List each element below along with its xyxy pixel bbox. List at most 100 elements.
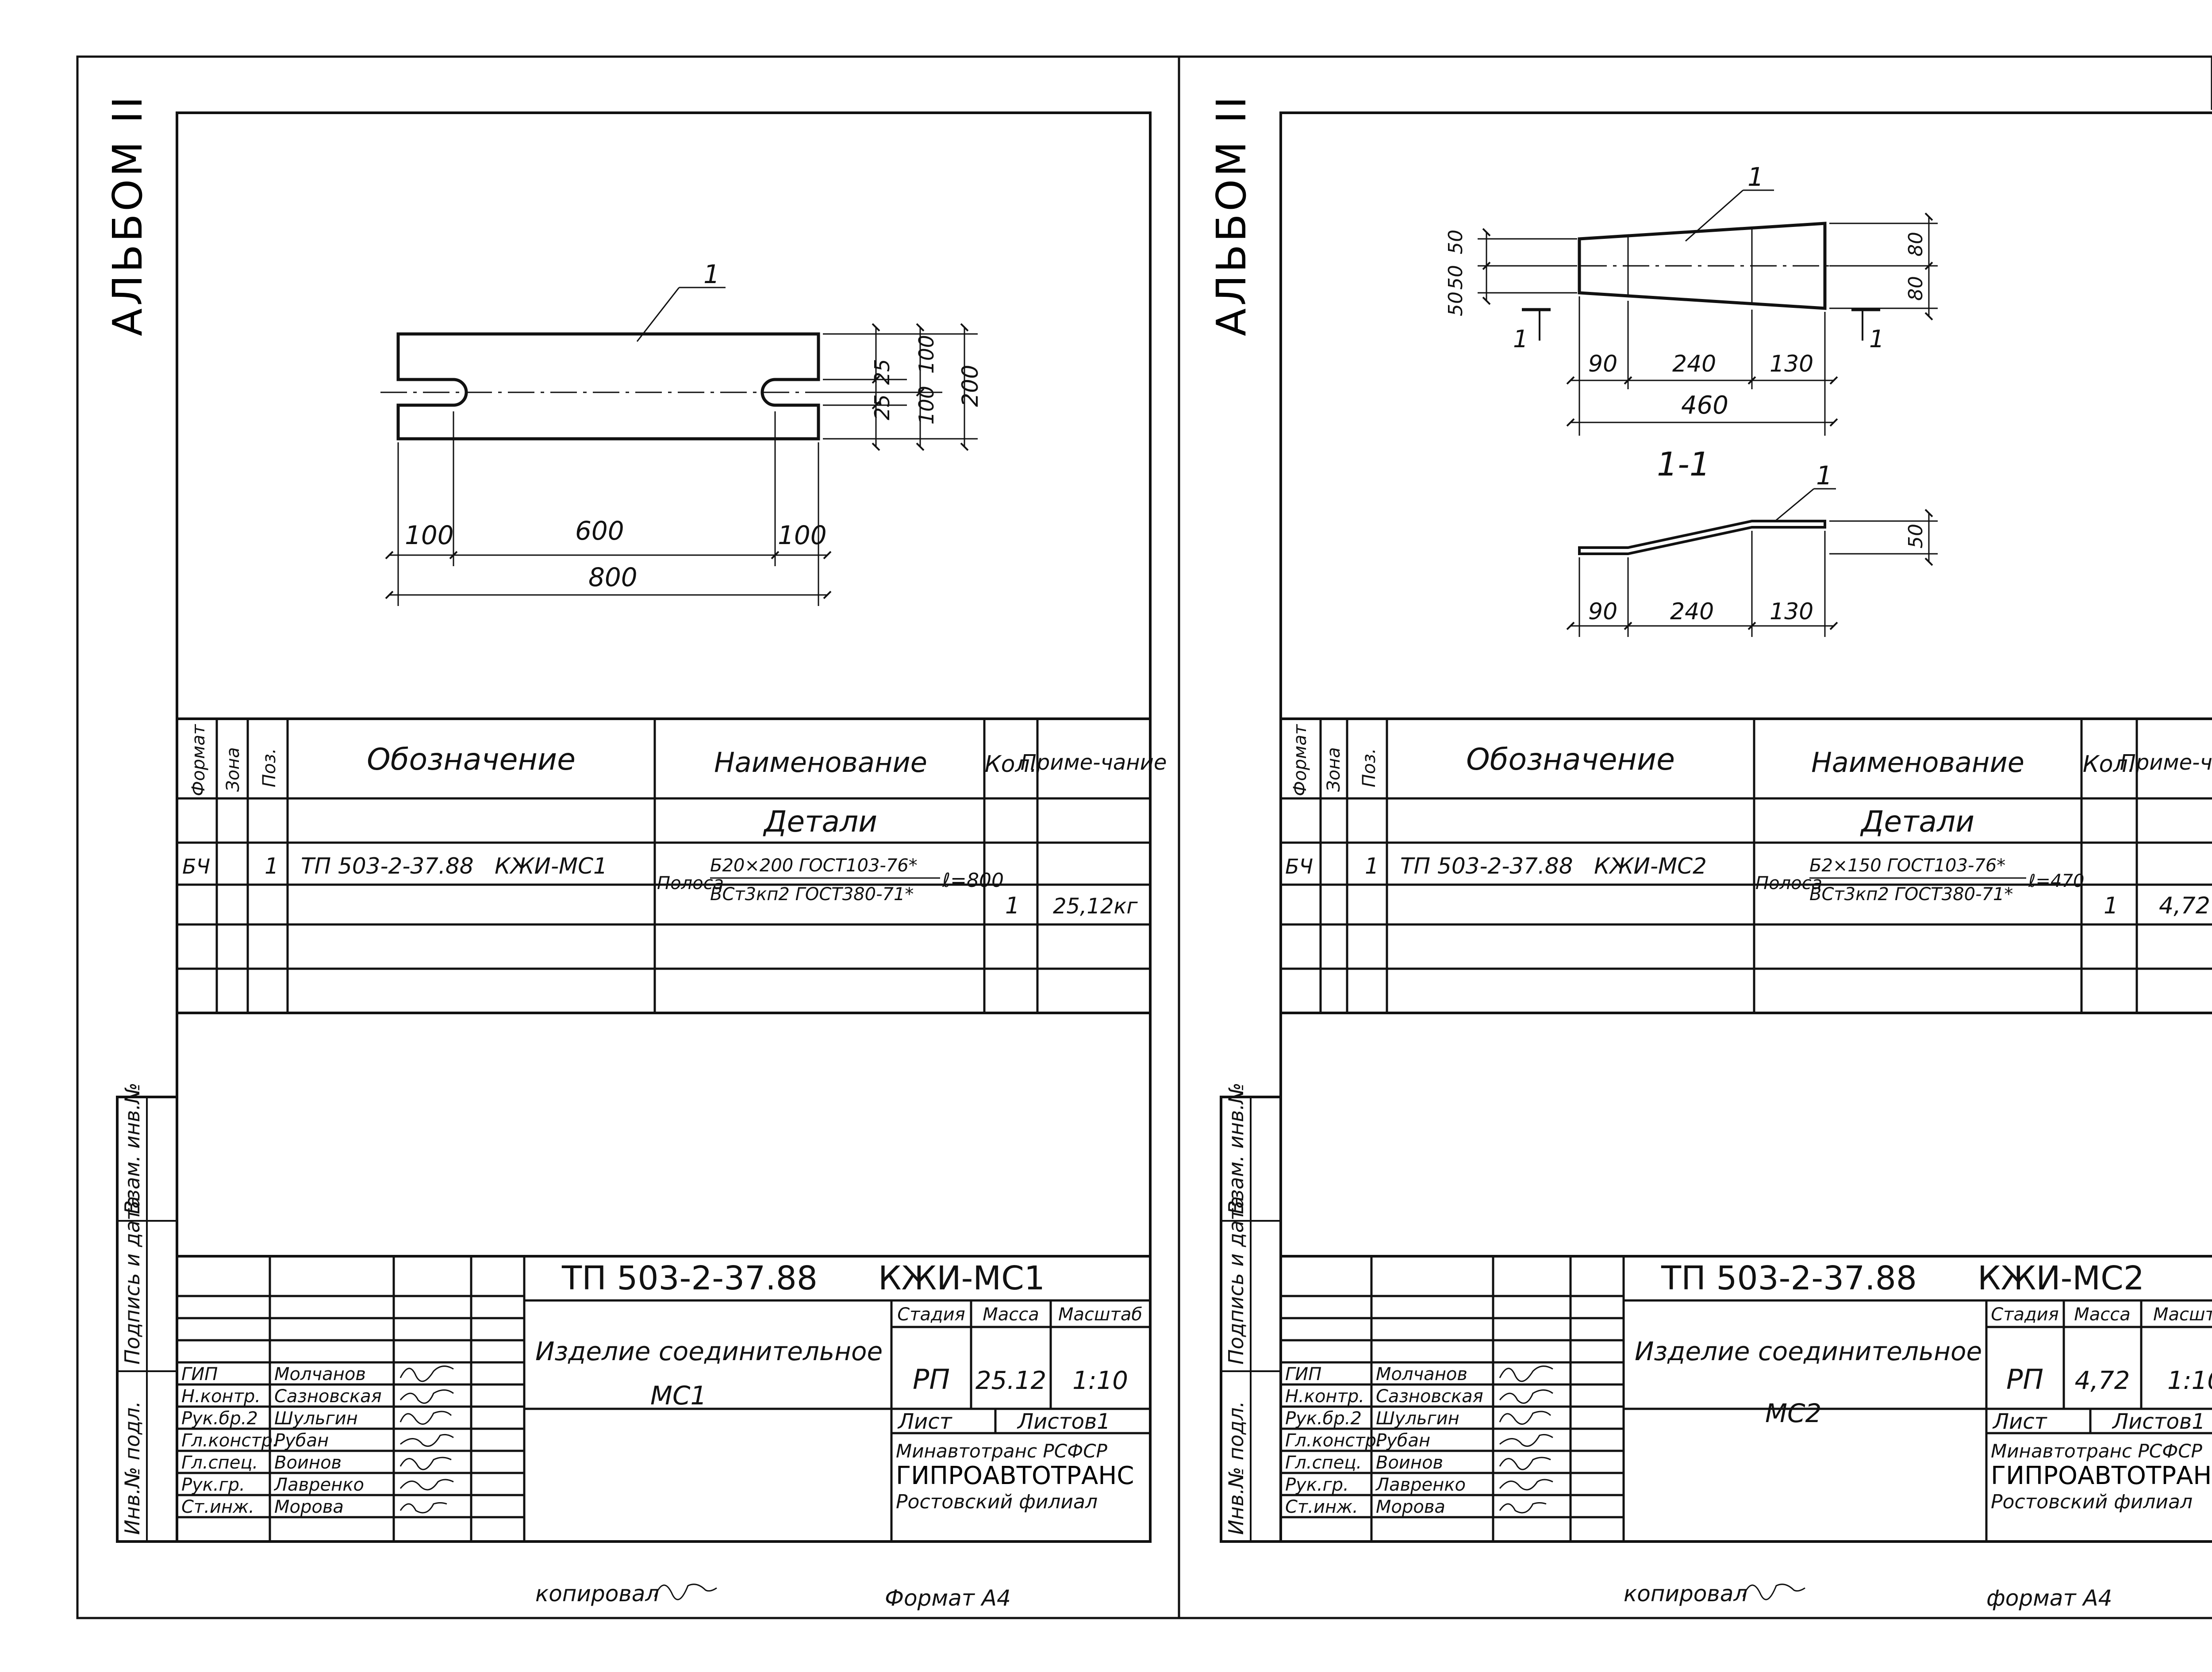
left-stage: РП xyxy=(913,1363,950,1396)
mc2-dim-130: 130 xyxy=(1770,351,1813,377)
right-name-2: Шульгин xyxy=(1376,1408,1459,1429)
right-role-5: Рук.гр. xyxy=(1285,1475,1349,1495)
left-row-pos: 1 xyxy=(265,853,279,879)
left-name-4: Воинов xyxy=(274,1453,342,1473)
right-col-name: Наименование xyxy=(1811,746,2024,778)
right-org-name: ГИПРОАВТОТРАНС xyxy=(1991,1461,2212,1490)
right-org-ministry: Минавтотранс РСФСР xyxy=(1991,1440,2203,1462)
mc2-dim-240: 240 xyxy=(1672,351,1716,377)
right-name-3: Рубан xyxy=(1376,1430,1430,1451)
mc2-section-title: 1-1 xyxy=(1657,445,1710,483)
mc2-section-mark-right: 1 xyxy=(1869,325,1884,353)
left-col-format: Формат xyxy=(188,724,209,796)
mc2-dim-90: 90 xyxy=(1588,351,1617,377)
left-role-6: Ст.инж. xyxy=(181,1497,254,1517)
right-name-0: Молчанов xyxy=(1376,1364,1467,1384)
mc2-section-view xyxy=(1578,520,1826,555)
left-album-label: АЛЬБОМ II xyxy=(104,94,151,336)
right-scale-header: Масштаб xyxy=(2153,1304,2212,1325)
right-stamp-sign: Подпись и дата xyxy=(1224,1196,1248,1365)
left-scale: 1:10 xyxy=(1072,1366,1128,1395)
mc2-sec-dim-130: 130 xyxy=(1770,598,1813,625)
left-row-format: БЧ xyxy=(182,855,210,878)
left-mass-header: Масса xyxy=(983,1304,1039,1325)
left-org-name: ГИПРОАВТОТРАНС xyxy=(896,1461,1134,1490)
left-role-0: ГИП xyxy=(181,1364,218,1384)
right-col-pos: Поз. xyxy=(1359,748,1379,787)
mc2-dim-80b: 80 xyxy=(1905,276,1927,301)
right-name-5: Лавренко xyxy=(1375,1475,1466,1495)
mc1-dim-600: 600 xyxy=(575,516,624,546)
right-role-4: Гл.спец. xyxy=(1285,1453,1362,1473)
mc1-dim-25b: 25 xyxy=(870,394,894,420)
mc1-dim-100d: 100 xyxy=(914,386,938,425)
right-role-0: ГИП xyxy=(1285,1364,1321,1384)
mc2-dim-50c: 50 xyxy=(1444,291,1467,316)
right-row-format: БЧ xyxy=(1285,855,1313,878)
left-mass: 25.12 xyxy=(975,1366,1046,1395)
left-stage-header: Стадия xyxy=(897,1304,965,1325)
mc2-sec-dim-90: 90 xyxy=(1588,598,1617,625)
mc1-dim-100a: 100 xyxy=(405,520,454,550)
mc2-sec-dim-240: 240 xyxy=(1670,598,1714,625)
right-title-code: ТП 503-2-37.88 xyxy=(1661,1259,1917,1297)
right-row-name-prefix: Полоса xyxy=(1755,873,1822,894)
left-row-name-bottom: ВСт3кп2 ГОСТ380-71* xyxy=(710,884,914,905)
right-title-block xyxy=(1281,1256,2212,1542)
left-name-6: Морова xyxy=(274,1497,344,1517)
right-item-code: МС2 xyxy=(1765,1398,1821,1428)
left-row-name-top: Б20×200 ГОСТ103-76* xyxy=(710,855,918,876)
right-row-name-top: Б2×150 ГОСТ103-76* xyxy=(1809,855,2005,876)
left-role-4: Гл.спец. xyxy=(181,1453,258,1473)
left-row-qty: 1 xyxy=(1005,893,1020,919)
left-name-0: Молчанов xyxy=(274,1364,366,1384)
right-page-frame xyxy=(1178,55,2212,1619)
right-name-1: Сазновская xyxy=(1376,1386,1483,1407)
mc1-plate xyxy=(396,332,820,441)
left-item-code: МС1 xyxy=(650,1381,707,1411)
left-col-note: Приме-чание xyxy=(1021,750,1167,775)
left-row-length: ℓ=800 xyxy=(942,869,1004,892)
left-name-3: Рубан xyxy=(274,1430,329,1451)
left-col-name: Наименование xyxy=(714,746,927,778)
right-role-1: Н.контр. xyxy=(1285,1386,1364,1407)
left-item-name: Изделие соединительное xyxy=(535,1336,883,1366)
mc1-dim-100b: 100 xyxy=(778,520,827,550)
mc1-dim-200: 200 xyxy=(957,365,983,407)
right-signatures xyxy=(1499,1365,1553,1514)
right-mass: 4,72 xyxy=(2075,1366,2130,1395)
left-title-code: ТП 503-2-37.88 xyxy=(561,1259,818,1297)
left-title-mark: КЖИ-МС1 xyxy=(878,1259,1045,1297)
left-stamp-replace: Взам. инв.№ xyxy=(120,1082,144,1214)
left-row-note: 25,12кг xyxy=(1053,894,1138,919)
right-copied-signature xyxy=(1742,1584,1805,1600)
right-row-name-bottom: ВСт3кп2 ГОСТ380-71* xyxy=(1809,884,2013,905)
right-name-4: Воинов xyxy=(1376,1453,1443,1473)
right-row-designation: ТП 503-2-37.88 КЖИ-МС2 xyxy=(1400,853,1707,879)
mc2-section-mark-left: 1 xyxy=(1513,325,1528,353)
left-role-3: Гл.констр. xyxy=(181,1430,278,1451)
mc2-sec-dim-50: 50 xyxy=(1905,524,1927,548)
right-sheets-label: Листов1 xyxy=(2112,1409,2205,1434)
mc1-dim-25a: 25 xyxy=(870,359,894,385)
right-inner-frame xyxy=(1279,111,2212,1543)
mc1-dim-100c: 100 xyxy=(914,335,938,374)
left-spec-table xyxy=(177,719,1150,1013)
left-section-details: Детали xyxy=(763,805,877,839)
right-stamp-replace: Взам. инв.№ xyxy=(1224,1082,1248,1214)
left-role-5: Рук.гр. xyxy=(181,1475,245,1495)
left-stamp-inv: Инв.№ подл. xyxy=(120,1401,144,1535)
right-section-details: Детали xyxy=(1860,805,1974,839)
right-title-mark: КЖИ-МС2 xyxy=(1978,1259,2144,1297)
left-org-ministry: Минавтотранс РСФСР xyxy=(896,1440,1108,1462)
left-org-branch: Ростовский филиал xyxy=(896,1491,1098,1513)
left-name-1: Сазновская xyxy=(274,1386,382,1407)
left-sheets-label: Листов1 xyxy=(1017,1409,1110,1434)
left-sheet: Инв.№ подл. Подпись и дата Взам. инв.№ А… xyxy=(104,94,1167,1611)
left-col-pos: Поз. xyxy=(259,748,280,787)
right-sheet-label: Лист xyxy=(1992,1409,2048,1434)
left-scale-header: Масштаб xyxy=(1058,1304,1142,1325)
mc2-dim-460: 460 xyxy=(1681,391,1728,420)
mc2-plate xyxy=(1578,222,1827,310)
right-row-qty: 1 xyxy=(2104,893,2118,919)
